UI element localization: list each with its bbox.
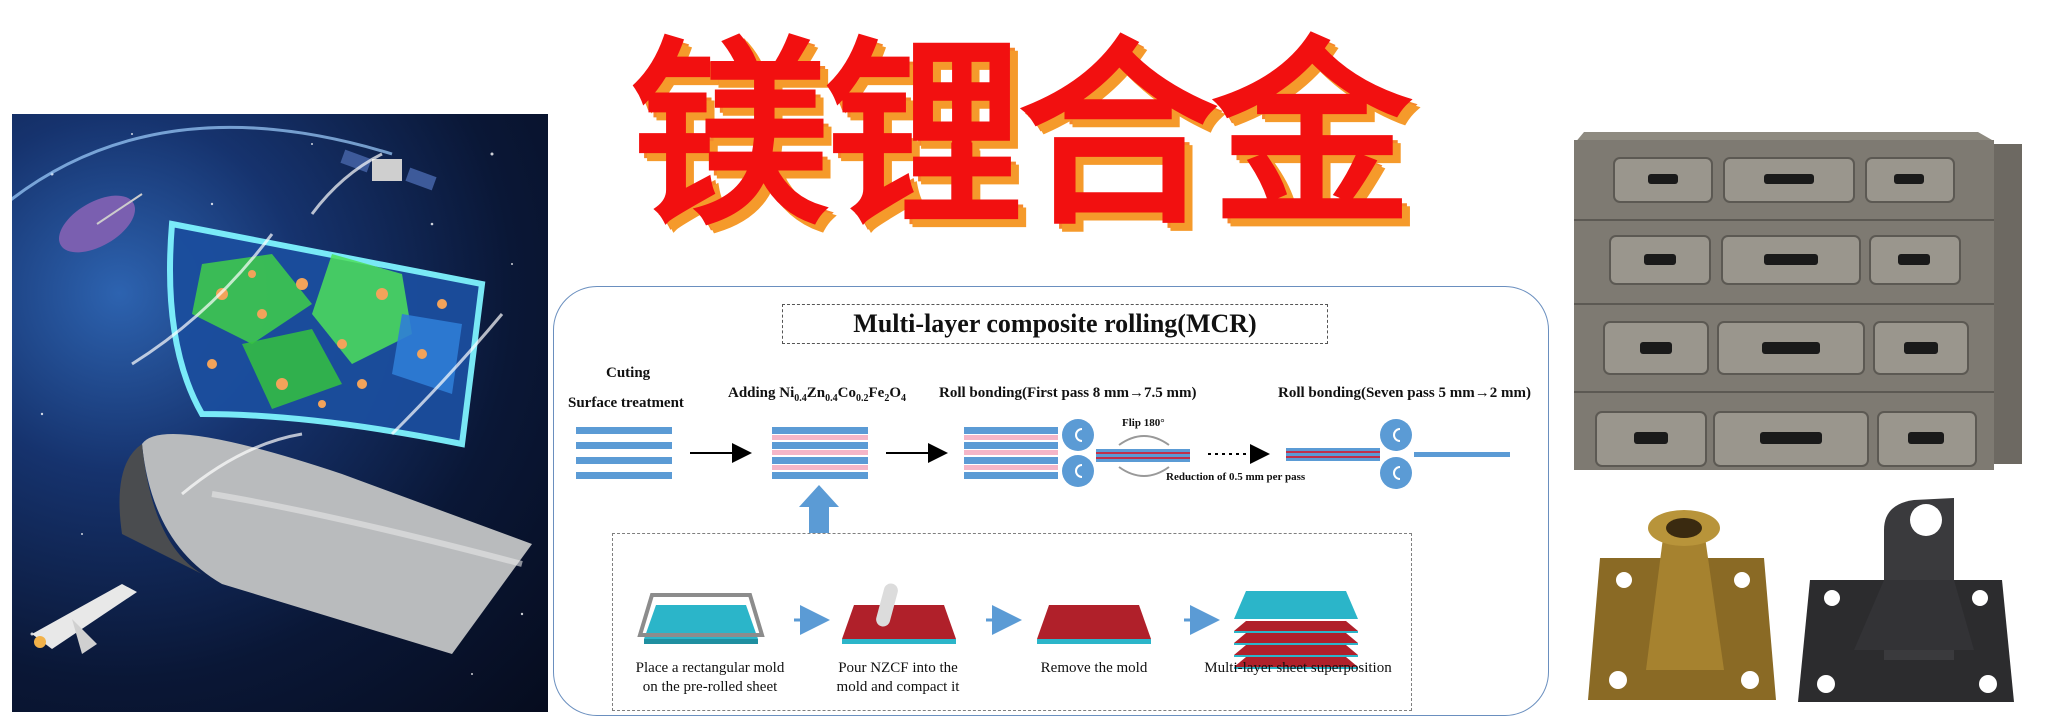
alloy-housing	[1574, 132, 2022, 470]
page-title: 镁锂合金	[630, 20, 1412, 253]
roller-icon	[1062, 455, 1094, 487]
roller-icon	[1380, 457, 1412, 489]
bronze-bracket	[1588, 510, 1776, 700]
caption-multi-layer: Multi-layer sheet superposition	[1204, 660, 1392, 676]
first-pass-rolling	[964, 419, 1190, 487]
stars	[30, 133, 524, 675]
satellite-icon	[340, 149, 437, 191]
space-alloy-illustration	[12, 114, 548, 712]
label-cuting: Cuting	[606, 365, 651, 381]
space-shuttle-icon	[32, 584, 137, 654]
up-arrow-icon	[799, 485, 839, 533]
satellite-dish-icon	[59, 193, 143, 253]
metal-sheet	[119, 434, 532, 654]
label-roll-seven-pass: Roll bonding(Seven pass 5 mm→2 mm)	[1278, 385, 1531, 401]
parts-svg	[1574, 132, 2022, 702]
seven-pass-rolling	[1286, 419, 1510, 489]
illustration-svg	[12, 125, 532, 675]
sub-process-graphics	[637, 583, 1358, 669]
dark-bracket	[1798, 498, 2014, 702]
label-surface-treatment: Surface treatment	[568, 395, 684, 411]
label-reduction: Reduction of 0.5 mm per pass	[1166, 471, 1306, 483]
roller-icon	[1380, 419, 1412, 451]
label-flip: Flip 180°	[1122, 417, 1165, 429]
stacked-plates	[576, 427, 672, 479]
label-adding-nzcf: Adding Ni0.4Zn0.4Co0.2Fe2O4	[728, 385, 906, 404]
diagram-heading: Multi-layer composite rolling(MCR)	[782, 304, 1328, 344]
label-roll-first-pass: Roll bonding(First pass 8 mm→7.5 mm)	[939, 385, 1197, 401]
plates-with-nzcf	[772, 427, 868, 479]
mcr-process-diagram: Multi-layer composite rolling(MCR) Cutin…	[553, 286, 1549, 716]
glowing-screen	[167, 220, 486, 448]
process-graphics	[576, 419, 1510, 669]
alloy-parts-photo	[1554, 110, 2036, 714]
sub-process-box	[612, 533, 1412, 711]
caption-remove-mold: Remove the mold	[1040, 660, 1148, 676]
roller-icon	[1062, 419, 1094, 451]
